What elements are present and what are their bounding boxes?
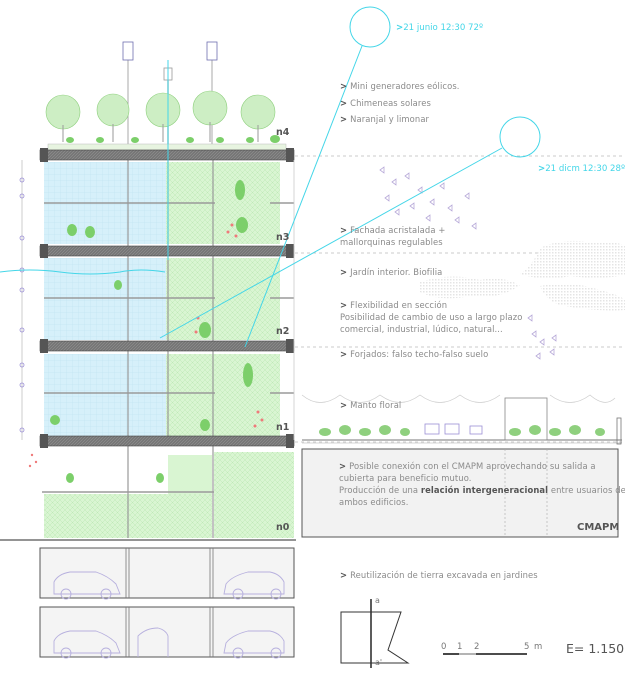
level-label-n3: n3 (276, 232, 290, 243)
level-label-n1: n1 (276, 422, 290, 433)
winter-sun-angle-label: >21 dicm 12:30 28º (538, 164, 625, 174)
section-mark-bottom: a' (375, 658, 383, 667)
section-mark-top: a (375, 596, 380, 605)
cloud-shapes (420, 240, 625, 311)
note-orange-lemon-grove: >Naranjal y limonar (340, 114, 430, 124)
note-slabs: >Forjados: falso techo-falso suelo (340, 349, 489, 359)
birds (379, 166, 557, 360)
note-floral-mantle: >Manto floral (340, 400, 402, 410)
level-guide-lines (295, 155, 625, 443)
level-label-n4: n4 (276, 127, 290, 138)
scale-tick-5: 5 (524, 642, 530, 652)
building-body (0, 148, 296, 541)
note-glazed-facade: >Fachada acristalada + mallorquinas regu… (340, 225, 446, 247)
scale-tick-0: 0 (441, 642, 447, 652)
note-interior-garden: >Jardín interior. Biofilia (340, 267, 443, 277)
roof-garden (45, 41, 287, 151)
note-section-flexibility: >Flexibilidad en sección Posibilidad de … (340, 300, 523, 334)
scale-ratio: E= 1.150 (566, 641, 625, 656)
scale-unit: m (534, 642, 543, 652)
note-soil-reuse: >Reutilización de tierra excavada en jar… (340, 570, 538, 580)
scale-tick-1: 1 (457, 642, 463, 652)
key-plan-icon (340, 599, 410, 668)
neighbor-building-cmapm (301, 394, 622, 538)
underground-parking (39, 547, 295, 658)
cmapm-label: CMAPM (577, 522, 620, 533)
sun-angle-lines (0, 6, 541, 348)
scale-tick-2: 2 (474, 642, 480, 652)
level-label-n0: n0 (276, 522, 290, 533)
note-solar-chimneys: >Chimeneas solares (340, 98, 431, 108)
note-cmapm-connection: >Posible conexión con el CMAPM aprovecha… (339, 461, 625, 507)
summer-sun-angle-label: >21 junio 12:30 72º (396, 23, 484, 33)
note-wind-generators: >Mini generadores eólicos. (340, 81, 460, 91)
car-icons (53, 571, 285, 659)
level-label-n2: n2 (276, 326, 290, 337)
